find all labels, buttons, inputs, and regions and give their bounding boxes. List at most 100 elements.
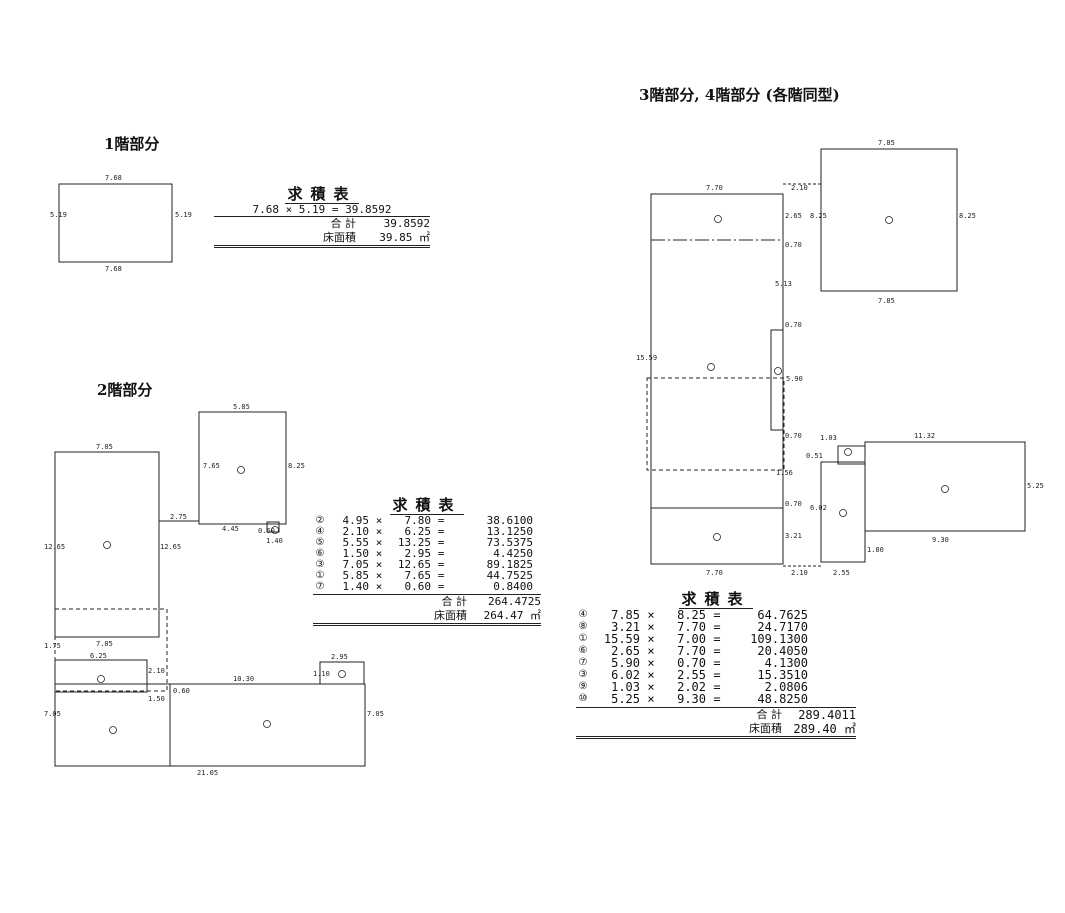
floor34-dim-11: 15.59 bbox=[636, 354, 657, 362]
row-width: 2.55 bbox=[677, 668, 706, 682]
row-result: 89.1825 bbox=[486, 558, 533, 571]
floor2-marker-3 bbox=[103, 541, 111, 549]
row-marker: ⑨ bbox=[578, 681, 588, 692]
floor1-dim-right: 5.19 bbox=[175, 211, 192, 219]
floor34-dim-12: 5.90 bbox=[786, 375, 803, 383]
floor34-dim-20: 0.51 bbox=[806, 452, 823, 460]
floor34-marker-10 bbox=[941, 485, 949, 493]
floor34-marker-8 bbox=[713, 533, 721, 541]
row-marker: ⑦ bbox=[578, 657, 588, 668]
row-length: 7.05 bbox=[342, 558, 370, 571]
floor34-dim-7: 7.85 bbox=[878, 297, 895, 305]
floor1-dim-bottom: 7.68 bbox=[105, 265, 122, 273]
floor34-dim-4: 8.25 bbox=[810, 212, 827, 220]
row-length: 5.85 bbox=[342, 569, 370, 582]
equals-sign: = bbox=[437, 514, 445, 527]
floor34-marker-6 bbox=[714, 215, 722, 223]
floor2-dim-7: 7.05 bbox=[96, 443, 113, 451]
equals-sign: = bbox=[713, 680, 721, 694]
row-width: 0.70 bbox=[677, 656, 706, 670]
floor34-dim-13: 0.70 bbox=[785, 432, 802, 440]
row-width: 9.30 bbox=[677, 692, 706, 706]
row-length: 1.50 bbox=[342, 547, 370, 560]
floor34-marker-9 bbox=[844, 448, 852, 456]
row-marker: ④ bbox=[578, 609, 588, 620]
row-marker: ④ bbox=[315, 526, 325, 537]
floor34-dim-16: 3.21 bbox=[785, 532, 802, 540]
row-result: 24.7170 bbox=[757, 620, 808, 634]
row-result: 13.1250 bbox=[486, 525, 533, 538]
times-sign: × bbox=[375, 569, 383, 582]
row-marker: ① bbox=[315, 570, 325, 581]
times-sign: × bbox=[647, 680, 655, 694]
floor34-dim-2: 2.10 bbox=[791, 184, 808, 192]
row-width: 7.65 bbox=[404, 569, 432, 582]
floor1-outline bbox=[58, 183, 173, 263]
row-length: 6.02 bbox=[611, 668, 640, 682]
row-marker: ⑥ bbox=[315, 548, 325, 559]
floor2-title: 2階部分 bbox=[97, 381, 153, 399]
equals-sign: = bbox=[713, 668, 721, 682]
floor2-dim-5: 0.60 bbox=[258, 527, 275, 535]
floor2-dim-10: 2.75 bbox=[170, 513, 187, 521]
floor34-dim-17: 7.70 bbox=[706, 569, 723, 577]
floor2-dim-1: 5.85 bbox=[233, 403, 250, 411]
floor2-dim-18: 10.30 bbox=[233, 675, 254, 683]
floor2-dim-13: 6.25 bbox=[90, 652, 107, 660]
row-result: 4.1300 bbox=[764, 656, 808, 670]
times-sign: × bbox=[647, 644, 655, 658]
row-length: 5.55 bbox=[342, 536, 370, 549]
row-width: 13.25 bbox=[397, 536, 431, 549]
equals-sign: = bbox=[713, 644, 721, 658]
row-width: 7.00 bbox=[677, 632, 706, 646]
row-result: 73.5375 bbox=[486, 536, 533, 549]
row-width: 7.70 bbox=[677, 644, 706, 658]
floor34-block-3 bbox=[820, 461, 866, 563]
row-length: 5.90 bbox=[611, 656, 640, 670]
equals-sign: = bbox=[713, 620, 721, 634]
floor34-dashed-outline bbox=[646, 377, 785, 471]
floor2-dim-12: 1.75 bbox=[44, 642, 61, 650]
floor2-dim-22: 21.05 bbox=[197, 769, 218, 777]
times-sign: × bbox=[375, 536, 383, 549]
equals-sign: = bbox=[437, 580, 445, 593]
equals-sign: = bbox=[437, 525, 445, 538]
row-result: 2.0806 bbox=[764, 680, 808, 694]
floor34-dim-24: 1.80 bbox=[867, 546, 884, 554]
times-sign: × bbox=[375, 558, 383, 571]
floor2-dim-11: 7.05 bbox=[96, 640, 113, 648]
floor34-dim-21: 11.32 bbox=[914, 432, 935, 440]
times-sign: × bbox=[647, 668, 655, 682]
floor2-marker-4 bbox=[97, 675, 105, 683]
floor34-marker-1 bbox=[707, 363, 715, 371]
row-length: 2.10 bbox=[342, 525, 370, 538]
row-length: 7.85 bbox=[611, 608, 640, 622]
row-marker: ⑥ bbox=[578, 645, 588, 656]
row-length: 1.03 bbox=[611, 680, 640, 694]
row-width: 7.80 bbox=[404, 514, 432, 527]
row-marker: ③ bbox=[578, 669, 588, 680]
floor2-block-7 bbox=[266, 521, 280, 533]
row-length: 15.59 bbox=[603, 632, 640, 646]
floor2-dim-8: 12.65 bbox=[44, 543, 65, 551]
floor2-block-4 bbox=[54, 659, 148, 693]
floor34-dim-23: 5.25 bbox=[1027, 482, 1044, 490]
times-sign: × bbox=[375, 547, 383, 560]
row-result: 109.1300 bbox=[750, 632, 808, 646]
floor34-marker-3 bbox=[839, 509, 847, 517]
floor1-title: 1階部分 bbox=[104, 135, 160, 153]
floor2-marker-5b bbox=[263, 720, 271, 728]
